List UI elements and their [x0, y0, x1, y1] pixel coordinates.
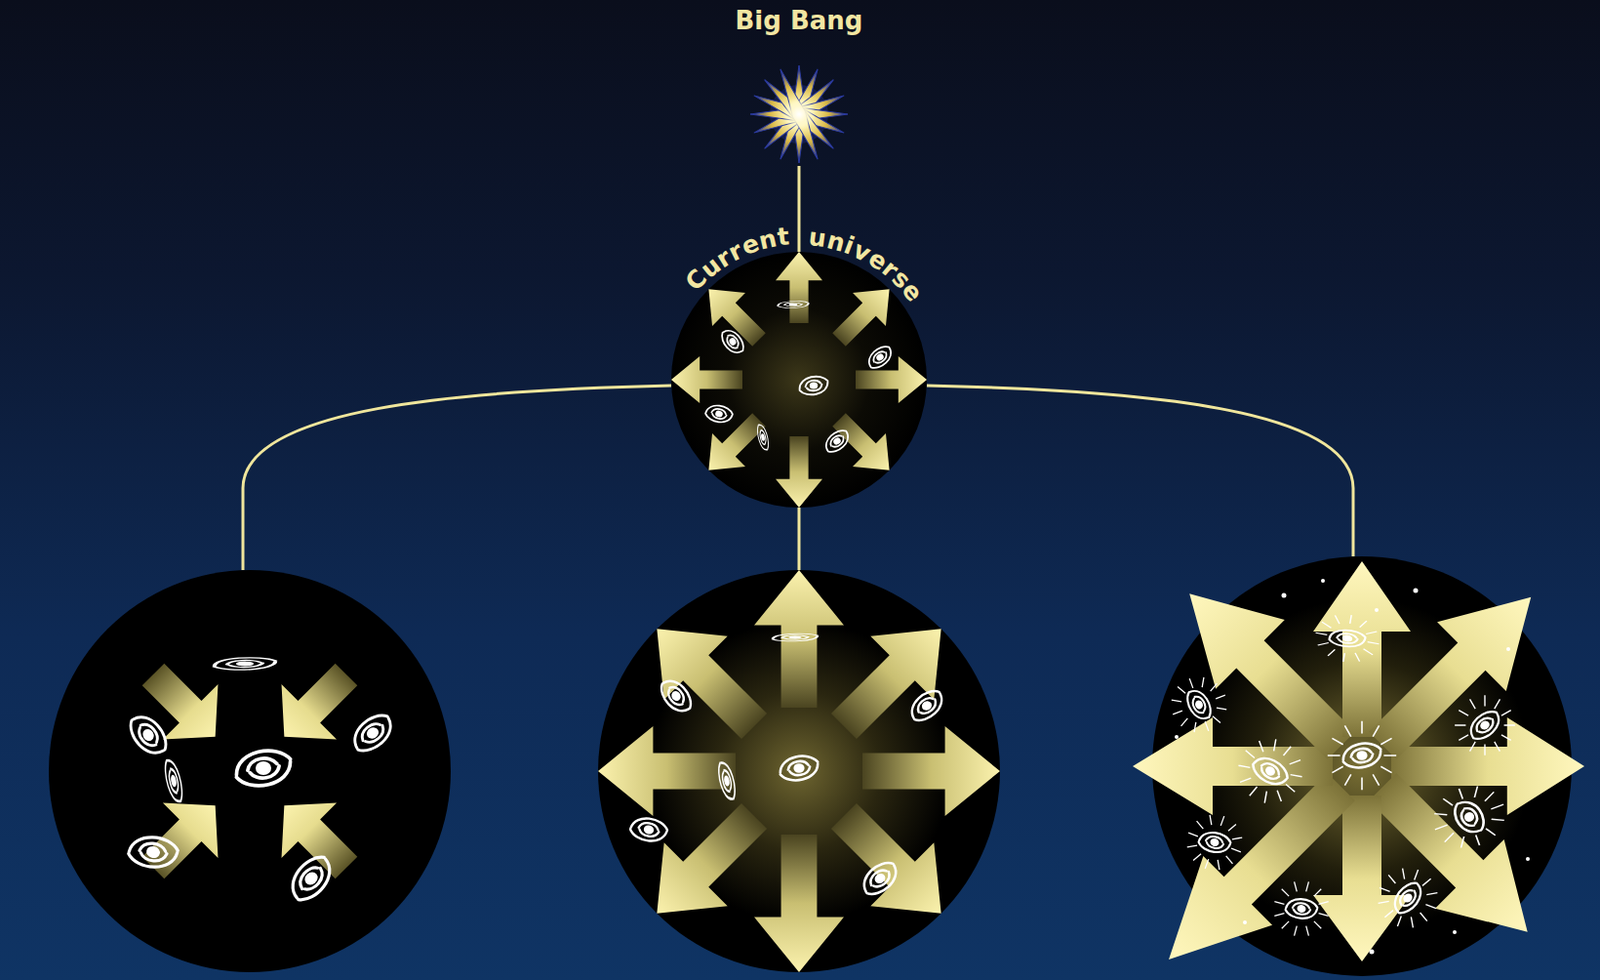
expansion-arrow — [811, 597, 973, 759]
galaxy — [126, 831, 180, 873]
galaxy — [780, 756, 818, 781]
branch-line — [926, 385, 1354, 557]
galaxy — [777, 301, 808, 309]
torn-galaxy — [1443, 683, 1526, 766]
torn-galaxy — [1365, 855, 1451, 941]
node-label: Big Bang — [735, 5, 864, 37]
galaxy — [857, 858, 903, 899]
torn-galaxy — [1225, 725, 1317, 817]
universe-disc — [671, 251, 927, 508]
galaxy — [719, 325, 747, 357]
expansion-arrow — [775, 251, 823, 323]
galaxy — [657, 675, 695, 718]
debris-dots — [1174, 578, 1530, 955]
connector-line — [797, 165, 800, 252]
galaxy — [717, 760, 737, 800]
arc-letter: t — [776, 223, 792, 253]
galaxy — [347, 710, 398, 756]
galaxy — [214, 657, 276, 670]
curved-label: Current universe — [612, 183, 986, 320]
galaxy — [800, 376, 829, 396]
torn-galaxy — [1178, 805, 1250, 878]
galaxy — [125, 709, 171, 760]
expansion-arrow — [855, 356, 927, 403]
galaxy — [756, 423, 770, 451]
big-bang-node: Big Bang — [729, 5, 870, 166]
galaxy — [772, 633, 818, 641]
expansion-arrow — [598, 725, 736, 816]
branch-line — [242, 385, 672, 570]
galaxy — [864, 343, 895, 371]
galaxy — [162, 759, 184, 803]
galaxy — [704, 400, 735, 426]
contracting-universe — [48, 569, 451, 972]
branch-line — [798, 507, 801, 570]
contraction-arrow — [125, 777, 243, 895]
torn-galaxy — [1311, 608, 1383, 667]
current-universe-picture — [671, 251, 927, 508]
arc-letter — [795, 223, 804, 252]
galaxy — [821, 427, 852, 455]
expansion-arrow — [775, 436, 823, 508]
universe-disc — [48, 569, 451, 972]
galaxy — [906, 686, 949, 724]
expansion-arrow — [862, 725, 1000, 816]
torn-galaxy — [1162, 668, 1235, 740]
expansion-arrow — [754, 834, 844, 972]
torn-galaxy — [1267, 874, 1336, 943]
expansion-arrow — [691, 402, 776, 487]
star-ray — [760, 75, 840, 155]
torn-galaxy — [1424, 775, 1514, 857]
expansion-arrow — [671, 356, 743, 403]
torn-galaxy — [1327, 720, 1397, 790]
star-ray — [773, 66, 824, 162]
runaway-universe — [1132, 556, 1585, 980]
expansion-arrow — [822, 402, 907, 487]
current-universe-node: Current universe — [671, 251, 927, 508]
universe-disc — [598, 569, 1000, 972]
galaxy — [283, 851, 340, 906]
expansion-arrow — [1348, 561, 1566, 780]
big-bang-star — [750, 65, 848, 163]
expanding-universe — [598, 569, 1000, 972]
galaxy — [236, 750, 290, 786]
expansion-arrow — [754, 569, 844, 708]
star-ray — [751, 88, 847, 139]
star-core — [782, 97, 816, 131]
galaxy — [628, 812, 670, 846]
